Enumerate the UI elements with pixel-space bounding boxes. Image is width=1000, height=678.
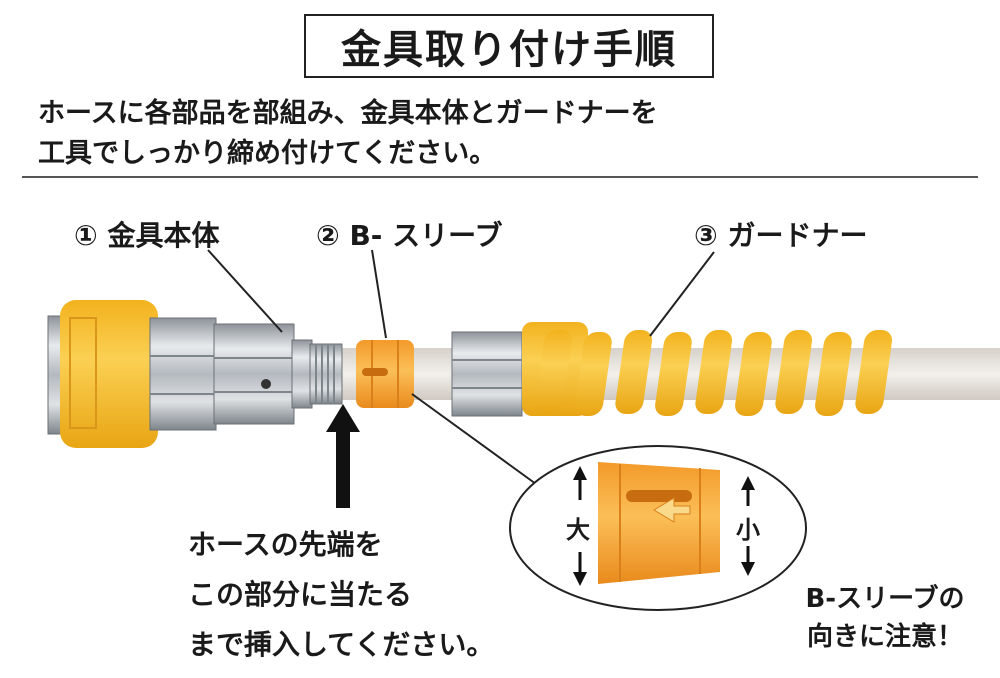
sleeve-direction-note: B-スリーブの 向きに注意！ <box>770 580 1000 656</box>
spring-coil <box>815 332 852 416</box>
leader-part3 <box>649 251 715 337</box>
hose-note-line-1: ホースの先端を <box>188 528 383 561</box>
instructions: ホースに各部品を部組み、金具本体とガードナーを 工具でしっかり締め付けてください… <box>38 94 938 174</box>
spring-coil <box>695 330 733 414</box>
page-title: 金具取り付け手順 <box>304 14 714 78</box>
direction-arrow-icon <box>653 497 691 523</box>
sleeve-note-line-1: B-スリーブの <box>805 584 965 614</box>
leader-part1 <box>207 249 283 333</box>
spring-coil <box>535 330 573 414</box>
page-title-text: 金具取り付け手順 <box>341 27 677 73</box>
insertion-arrow-head <box>326 404 360 432</box>
spring-coil <box>775 330 813 414</box>
fitting-body <box>47 300 343 448</box>
spring-coil <box>855 330 893 414</box>
label-large-end: 大 <box>566 516 590 544</box>
insertion-arrow-shaft <box>336 428 350 508</box>
leader-detail <box>411 393 537 485</box>
label-guardner: ③ ガードナー <box>694 219 868 252</box>
sleeve-note-line-2: 向きに注意！ <box>806 622 963 652</box>
leader-part2 <box>371 249 387 339</box>
b-sleeve <box>356 340 414 408</box>
spring-coil <box>655 332 692 416</box>
label-small-end: 小 <box>736 516 760 544</box>
fitting-yellow-sleeve <box>60 300 158 448</box>
label-fitting-body: ① 金具本体 <box>74 219 220 252</box>
sleeve-detail <box>598 462 720 584</box>
fitting-thread <box>309 343 343 405</box>
hose-note-line-2: この部分に当たる <box>188 578 413 611</box>
instruction-line-1: ホースに各部品を部組み、金具本体とガードナーを <box>38 98 658 129</box>
spring-coil <box>735 332 772 416</box>
divider <box>22 176 978 178</box>
spring-coil <box>575 332 612 416</box>
guardner-spring <box>535 330 893 416</box>
instruction-line-2: 工具でしっかり締め付けてください。 <box>38 138 497 169</box>
spring-coil <box>615 330 653 414</box>
label-b-sleeve: ② B- スリーブ <box>316 219 503 252</box>
hose-insert-note: ホースの先端を この部分に当たる まで挿入してください。 <box>188 520 494 670</box>
hose-note-line-3: まで挿入してください。 <box>188 628 495 661</box>
